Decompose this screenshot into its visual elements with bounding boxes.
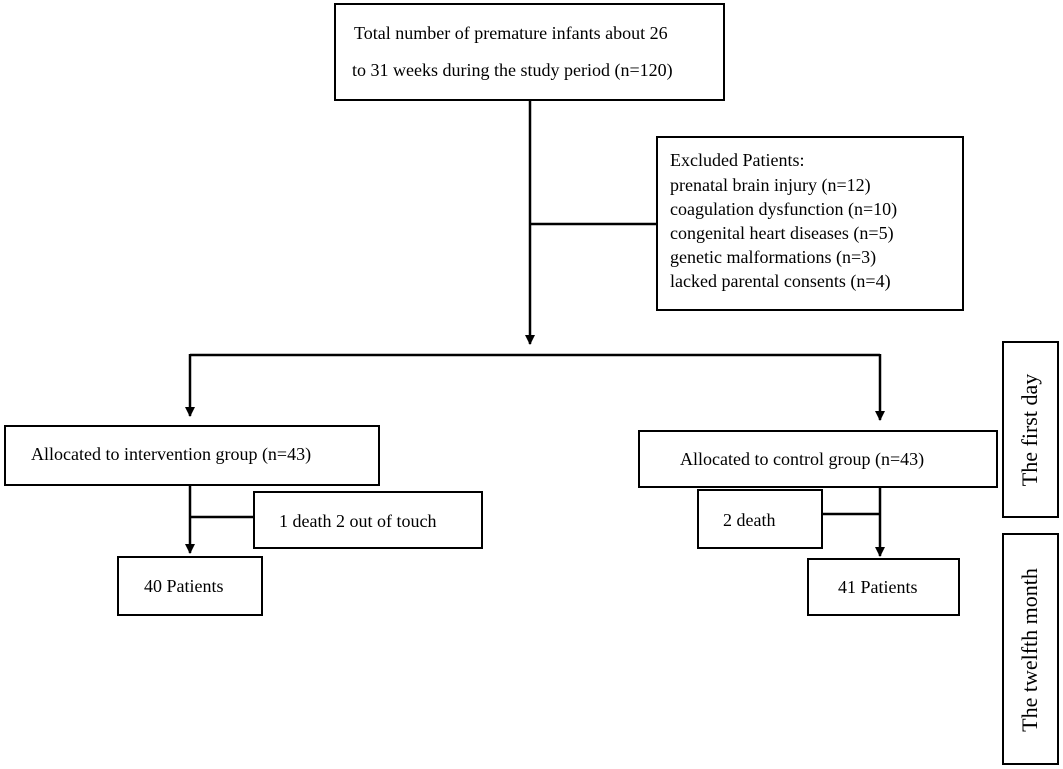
excluded-item: lacked parental consents (n=4) bbox=[670, 271, 891, 291]
total-line-2: to 31 weeks during the study period (n=1… bbox=[352, 60, 673, 80]
total-box: Total number of premature infants about … bbox=[334, 3, 725, 101]
control-allocated-label: Allocated to control group (n=43) bbox=[680, 449, 925, 469]
control-loss-label: 2 death bbox=[723, 510, 776, 530]
intervention-final-box: 40 Patients bbox=[117, 556, 263, 616]
control-loss-box: 2 death bbox=[697, 489, 823, 549]
intervention-allocated-box: Allocated to intervention group (n=43) bbox=[4, 425, 380, 486]
intervention-allocated-label: Allocated to intervention group (n=43) bbox=[31, 444, 312, 464]
twelfth-month-label: The twelfth month bbox=[1017, 568, 1042, 732]
excluded-item: congenital heart diseases (n=5) bbox=[670, 223, 894, 243]
total-line-1: Total number of premature infants about … bbox=[354, 23, 668, 43]
intervention-final-label: 40 Patients bbox=[144, 576, 224, 596]
first-day-box: The first day bbox=[1002, 341, 1059, 518]
control-allocated-box: Allocated to control group (n=43) bbox=[638, 430, 998, 488]
excluded-item: coagulation dysfunction (n=10) bbox=[670, 199, 898, 219]
twelfth-month-box: The twelfth month bbox=[1002, 533, 1059, 765]
first-day-label: The first day bbox=[1017, 373, 1042, 487]
excluded-item: prenatal brain injury (n=12) bbox=[670, 175, 871, 195]
excluded-item: genetic malformations (n=3) bbox=[670, 247, 877, 267]
control-final-label: 41 Patients bbox=[838, 577, 918, 597]
control-final-box: 41 Patients bbox=[807, 558, 960, 616]
intervention-loss-label: 1 death 2 out of touch bbox=[279, 511, 437, 531]
intervention-loss-box: 1 death 2 out of touch bbox=[253, 491, 483, 549]
excluded-title: Excluded Patients: bbox=[670, 150, 805, 170]
excluded-box: Excluded Patients: prenatal brain injury… bbox=[656, 136, 964, 311]
